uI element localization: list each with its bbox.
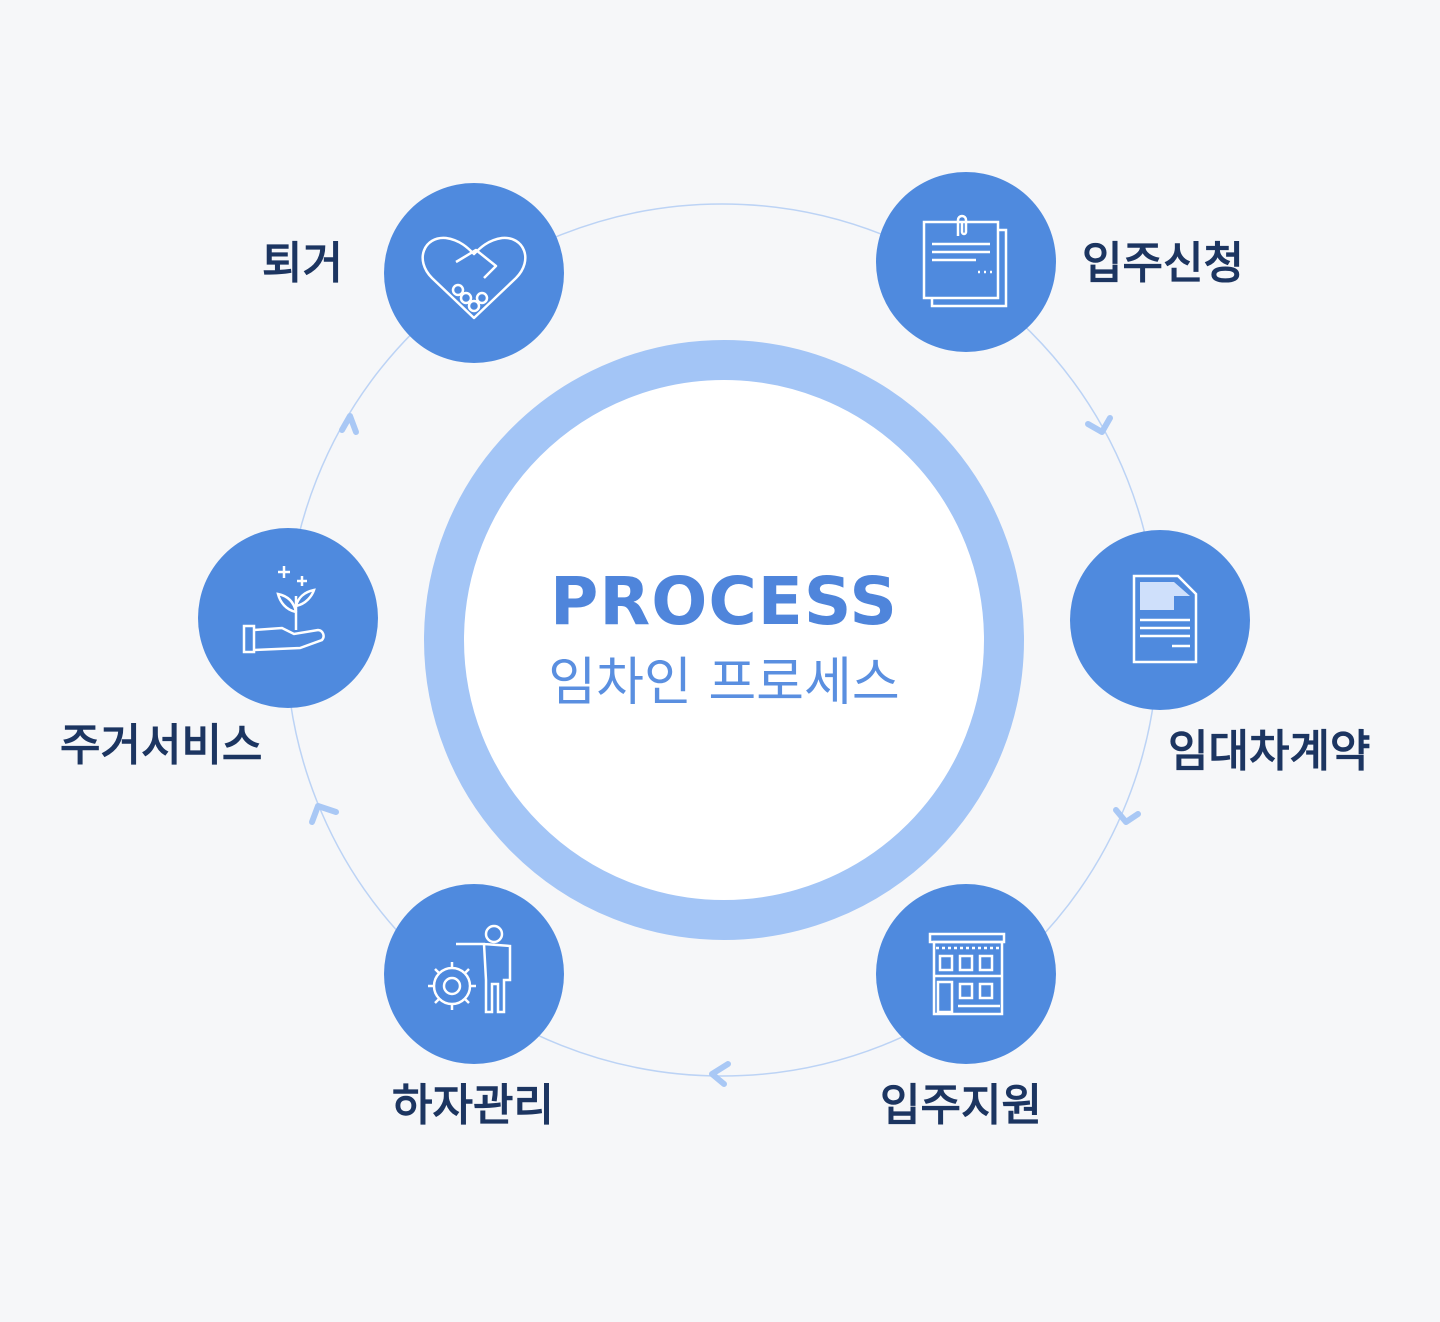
arrow-1 <box>1085 415 1113 435</box>
arrow-5 <box>339 413 359 435</box>
building-icon <box>928 932 1006 1016</box>
step-node-1[interactable] <box>876 172 1056 352</box>
arrow-4 <box>309 803 339 825</box>
center-title: PROCESS <box>550 563 898 640</box>
center-ring <box>424 340 1024 940</box>
plant-in-hand-icon <box>242 566 325 654</box>
step-node-2[interactable] <box>1070 530 1250 710</box>
step-label-4[interactable]: 하자관리 <box>392 1080 554 1131</box>
contract-document-icon <box>1132 574 1198 664</box>
step-label-5[interactable]: 주거서비스 <box>60 720 263 771</box>
step-label-6[interactable]: 퇴거 <box>262 238 343 289</box>
arrow-3 <box>709 1061 731 1087</box>
handshake-heart-icon <box>421 236 527 320</box>
step-label-3[interactable]: 입주지원 <box>880 1080 1042 1131</box>
center-subtitle: 임차인 프로세스 <box>548 653 900 713</box>
application-form-icon <box>922 214 1008 308</box>
step-label-1[interactable]: 입주신청 <box>1082 238 1244 289</box>
step-node-4[interactable] <box>384 884 564 1064</box>
step-node-3[interactable] <box>876 884 1056 1064</box>
step-node-5[interactable] <box>198 528 378 708</box>
step-node-6[interactable] <box>384 183 564 363</box>
step-label-2[interactable]: 임대차계약 <box>1168 726 1371 777</box>
maintenance-gear-person-icon <box>428 924 512 1014</box>
arrow-2 <box>1113 807 1141 825</box>
